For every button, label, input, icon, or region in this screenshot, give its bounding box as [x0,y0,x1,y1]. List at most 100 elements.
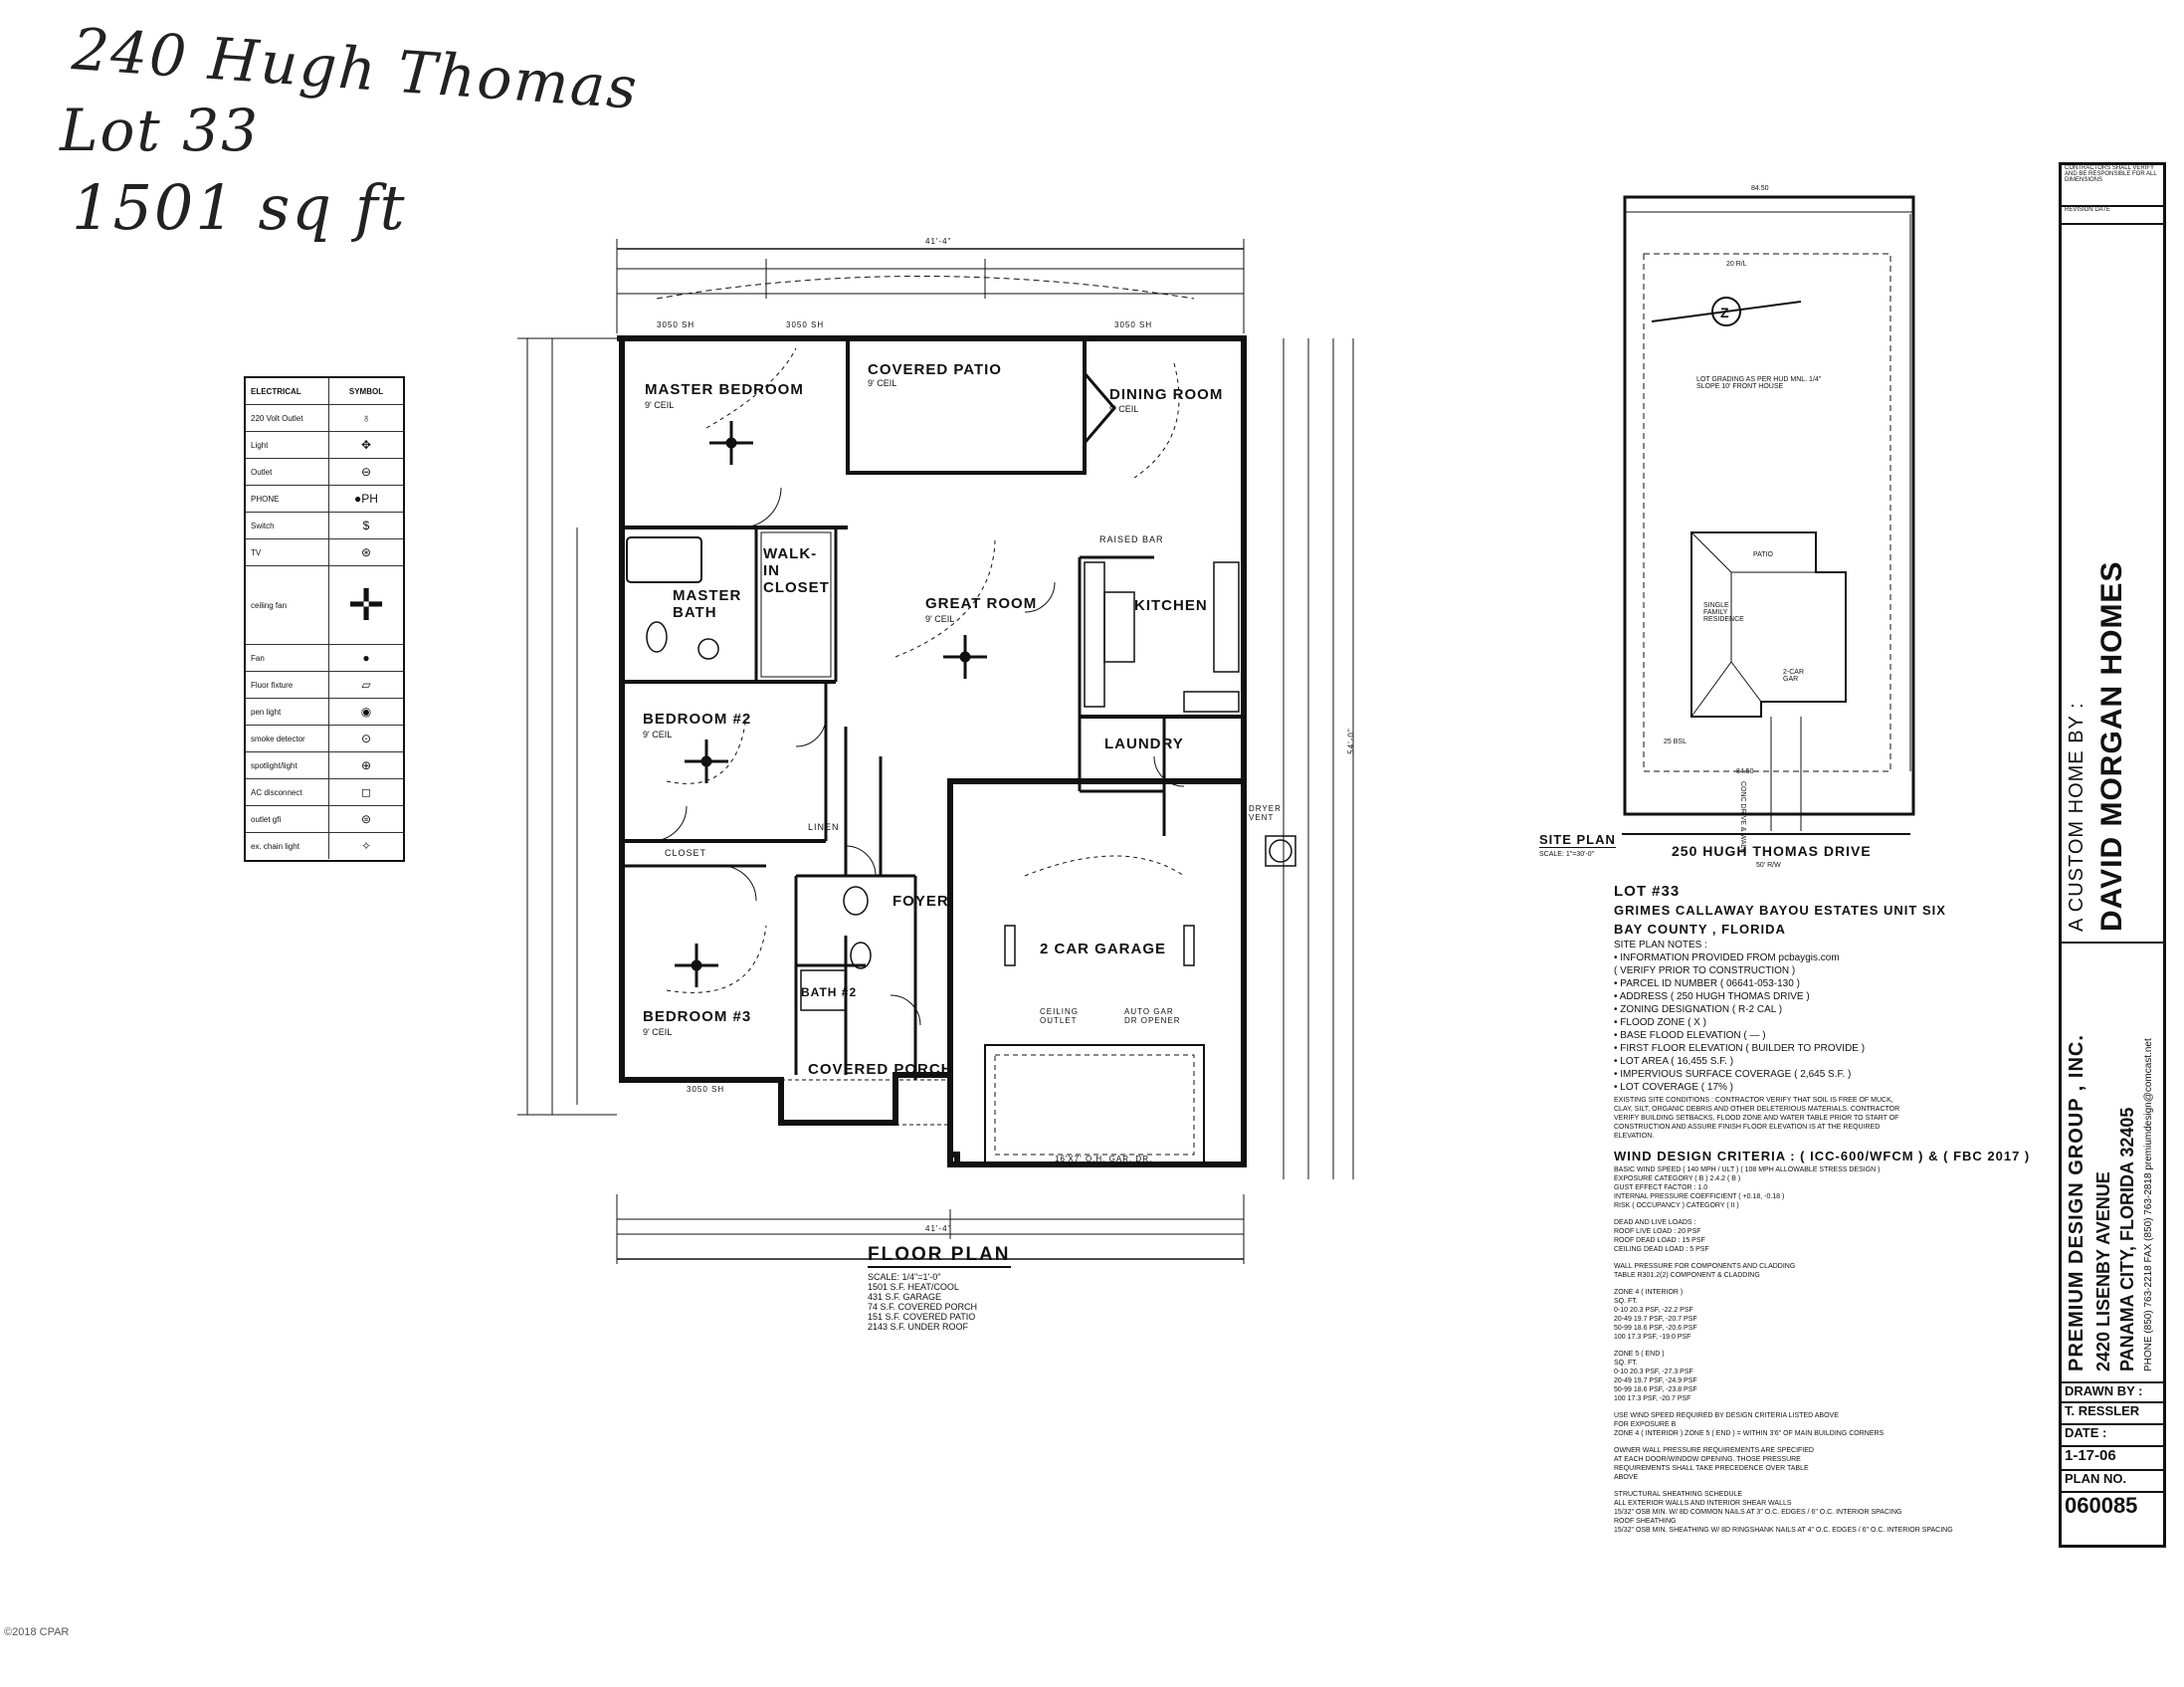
site-note-line: • FLOOD ZONE ( X ) [1614,1017,1706,1028]
wind-line: BASIC WIND SPEED ( 140 MPH / ULT ) ( 108… [1614,1166,1881,1173]
tb-revision-date: REVISION DATE [2062,207,2163,225]
owner-note-line: REQUIREMENTS SHALL TAKE PRECEDENCE OVER … [1614,1465,1809,1472]
room-bedroom-2: BEDROOM #2 [643,711,752,728]
legend-item-name: Fan [246,645,329,671]
legend-symbol-icon: ⊕ [360,758,372,772]
notes-zone4: ZONE 4 ( INTERIOR )SQ. FT.0-10 20.3 PSF,… [1614,1288,2042,1342]
room-closet: CLOSET [665,848,707,858]
notes-lot: LOT #33 [1614,883,1681,900]
legend-symbol-icon: ✥ [360,438,372,452]
site-note-line: • LOT AREA ( 16,455 S.F. ) [1614,1056,1734,1067]
tb-custom-home-by: A CUSTOM HOME BY : [2066,702,2087,932]
notes-site-notes-title: SITE PLAN NOTES : [1614,940,1707,950]
room-bath-2: BATH #2 [801,985,858,999]
notes-county: BAY COUNTY , FLORIDA [1614,922,1786,937]
legend-item-name: pen light [246,699,329,725]
legend-symbol-icon: ⊙ [360,732,372,745]
owner-note-line: AT EACH DOOR/WINDOW OPENING. THOSE PRESS… [1614,1456,1801,1463]
legend-row: Outlet⊖ [246,459,403,486]
load-line: ROOF LIVE LOAD : 20 PSF [1614,1228,1701,1235]
zone5-line: 0-10 20.3 PSF, -27.3 PSF [1614,1369,1693,1375]
tb-builder: DAVID MORGAN HOMES [2095,560,2128,932]
sheathing-line: 15/32" OSB MIN. SHEATHING W/ 8D RINGSHAN… [1614,1527,1953,1534]
room-covered-patio-ceil: 9' CEIL [868,378,897,388]
zone4-line: 20-49 19.7 PSF, -20.7 PSF [1614,1316,1697,1323]
legend-header-symbol: SYMBOL [348,386,384,396]
notes-wind-title: WIND DESIGN CRITERIA : ( ICC-600/WFCM ) … [1614,1149,2031,1163]
legend-row: 220 Volt Outlet♁ [246,405,403,432]
legend-symbol-icon: ⊛ [360,545,372,559]
legend-symbol-icon: ♁ [361,411,371,425]
legend-row: pen light ◉ [246,699,403,726]
notes-wall-pressure: WALL PRESSURE FOR COMPONENTS AND CLADDIN… [1614,1262,2042,1280]
legend-symbol-icon: ✧ [360,839,372,853]
zone5-line: 50-99 18.6 PSF, -23.8 PSF [1614,1386,1697,1393]
room-linen: LINEN [808,822,840,832]
room-raised-bar: RAISED BAR [1099,534,1164,544]
tb-firm: PREMIUM DESIGN GROUP , INC. [2066,1034,2087,1371]
dim-overall-depth: 54'-0" [1346,728,1356,754]
legend-symbol-icon: ⊖ [360,465,372,479]
wall-pressure-line: TABLE R301.2(2) COMPONENT & CLADDING [1614,1272,1760,1279]
handwritten-sqft: 1501 sq ft [72,171,407,244]
legend-item-name: ex. chain light [246,833,329,859]
handwritten-lot: Lot 33 [60,97,260,164]
site-note-line: ( VERIFY PRIOR TO CONSTRUCTION ) [1614,965,1796,976]
use-note-line: ZONE 4 ( INTERIOR ) ZONE 5 ( END ) = WIT… [1614,1430,1885,1437]
site-front-width: 84.50 [1751,185,1769,192]
tb-street: 2420 LISENBY AVENUE [2093,1171,2113,1371]
notes-site-notes-list: • INFORMATION PROVIDED FROM pcbaygis.com… [1614,951,2042,1094]
legend-row: Switch$ [246,513,403,539]
site-note-line: • ZONING DESIGNATION ( R-2 CAL ) [1614,1004,1783,1015]
room-covered-porch: COVERED PORCH [808,1061,953,1078]
site-front-setback: 25 BSL [1664,738,1687,745]
use-note-line: USE WIND SPEED REQUIRED BY DESIGN CRITER… [1614,1412,1839,1419]
tb-drawn-by: T. RESSLER [2062,1403,2163,1425]
window-3050-bottom: 3050 SH [687,1085,725,1094]
zone4-line: ZONE 4 ( INTERIOR ) [1614,1289,1684,1296]
notes-zone5: ZONE 5 ( END )SQ. FT.0-10 20.3 PSF, -27.… [1614,1350,2042,1403]
tb-phone: PHONE (850) 763-2218 FAX (850) 763-2818 … [2143,1038,2154,1371]
legend-row: PHONE●PH [246,486,403,513]
legend-row: smoke detector ⊙ [246,726,403,752]
room-dryer-vent: DRYER VENT [1249,804,1282,822]
notes-existing-conditions: EXISTING SITE CONDITIONS : CONTRACTOR VE… [1614,1097,1900,1140]
legend-item-name: PHONE [246,486,329,512]
legend-symbol-icon: ✛ [347,580,385,630]
wind-line: INTERNAL PRESSURE COEFFICIENT ( +0.18, -… [1614,1193,1785,1200]
owner-note-line: OWNER WALL PRESSURE REQUIREMENTS ARE SPE… [1614,1447,1814,1454]
floor-plan-scale: SCALE: 1/4"=1'-0" [868,1272,941,1282]
use-note-line: FOR EXPOSURE B [1614,1421,1677,1428]
notes-loads-list: DEAD AND LIVE LOADS : ROOF LIVE LOAD : 20… [1614,1218,2042,1254]
legend-row: AC disconnect◻ [246,779,403,806]
zone4-line: 0-10 20.3 PSF, -22.2 PSF [1614,1307,1693,1314]
floor-plan-area-line: 2143 S.F. UNDER ROOF [868,1322,969,1332]
notes-wind-list: BASIC WIND SPEED ( 140 MPH / ULT ) ( 108… [1614,1165,2042,1210]
room-dining-room: DINING ROOM [1109,386,1224,403]
load-line: DEAD AND LIVE LOADS : [1614,1219,1696,1226]
site-patio: PATIO [1753,551,1773,558]
legend-item-name: outlet gfi [246,806,329,832]
zone4-line: 50-99 18.6 PSF, -20.6 PSF [1614,1325,1697,1332]
legend-symbol-icon: ◉ [360,705,372,719]
sheathing-line: 15/32" OSB MIN. W/ 8D COMMON NAILS AT 3"… [1614,1509,1902,1516]
legend-symbol-icon: ▱ [361,678,371,692]
room-bedroom-3: BEDROOM #3 [643,1008,752,1025]
room-master-bedroom-ceil: 9' CEIL [645,400,675,410]
floor-plan-caption: FLOOR PLAN SCALE: 1/4"=1'-0" 1501 S.F. H… [868,1244,1011,1332]
sheathing-line: STRUCTURAL SHEATHING SCHEDULE [1614,1491,1743,1498]
floor-plan-area-line: 151 S.F. COVERED PATIO [868,1312,976,1322]
sheathing-line: ROOF SHEATHING [1614,1518,1677,1525]
legend-item-name: Switch [246,513,329,538]
notes-subdivision: GRIMES CALLAWAY BAYOU ESTATES UNIT SIX [1614,903,1946,918]
dim-overall-width-bottom: 41'-4" [925,1224,952,1233]
legend-row: ceiling fan✛ [246,566,403,645]
room-auto-gar-dr-opener: AUTO GAR DR OPENER [1124,1007,1181,1025]
room-kitchen: KITCHEN [1134,597,1208,614]
room-ceiling-outlet: CEILING OUTLET [1040,1007,1080,1025]
legend-item-name: smoke detector [246,726,329,751]
tb-plan-no: 060085 [2065,1493,2138,1518]
